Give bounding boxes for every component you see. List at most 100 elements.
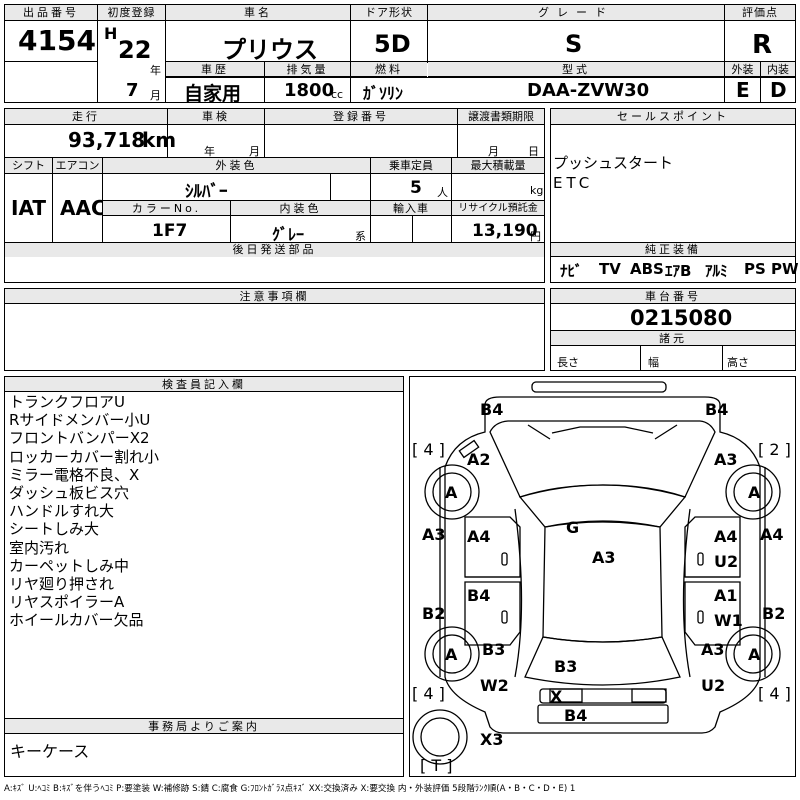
dims-length: 長さ: [557, 356, 579, 369]
recycle-unit: 円: [530, 230, 541, 243]
diag-b4-front-right: B4: [705, 400, 729, 419]
diag-a4-side-right: A4: [760, 525, 784, 544]
exterior-color: ｼﾙﾊﾞｰ: [185, 182, 228, 202]
notes-box: [4, 288, 545, 371]
grade-label: グレード: [428, 5, 724, 21]
sales-line-1: プッシュスタート: [553, 154, 674, 172]
inspector-line: ロッカーカバー割れ小: [9, 447, 160, 466]
equip-alloy: ｱﾙﾐ: [705, 262, 728, 280]
capacity-unit: 人: [437, 186, 448, 199]
inspector-line: フロントバンパーX2: [9, 429, 150, 448]
diag-w1-right: W1: [714, 611, 743, 630]
diag-wheel-fl: A: [445, 483, 458, 502]
displacement: 1800: [284, 80, 335, 101]
color-label: 外装色: [103, 158, 370, 174]
reg-no-label: 登録番号: [265, 109, 457, 125]
vehicle-info-box: [4, 108, 545, 283]
displacement-unit: cc: [331, 88, 344, 101]
chassis-box: [550, 288, 796, 371]
inspector-line: ハンドルすれ大: [9, 502, 115, 521]
first-reg-label: 初度登録: [98, 5, 165, 21]
dims-label: 諸元: [551, 331, 795, 346]
inspector-line: 室内汚れ: [9, 538, 70, 557]
diag-w2-left: W2: [480, 676, 509, 695]
chassis-label: 車台番号: [551, 289, 795, 304]
int-color: ｸﾞﾚｰ: [272, 225, 305, 244]
diag-a3-center: A3: [592, 548, 616, 567]
era: H: [104, 24, 118, 43]
ac-label: エアコン: [53, 158, 102, 174]
inspection-month-unit: 月: [249, 145, 260, 158]
transfer-month: 月: [488, 145, 499, 158]
diag-tyre-right-rear: [ 4 ]: [758, 684, 791, 703]
inspector-line: シートしみ大: [9, 520, 100, 539]
notes-label: 注意事項欄: [5, 289, 544, 304]
diag-b3-center: B3: [554, 657, 578, 676]
equip-pw: PW: [771, 260, 799, 278]
diag-x3: X3: [480, 730, 504, 749]
inspector-box: [4, 376, 404, 777]
diag-b4-left: B4: [467, 586, 491, 605]
diag-u2-rear-right: U2: [701, 676, 726, 695]
diag-b3-left: B3: [482, 640, 506, 659]
color-no-label: カラーNo.: [103, 201, 230, 216]
inspector-line: Rサイドメンバー小U: [9, 411, 151, 430]
transfer-day: 日: [528, 145, 539, 158]
diag-a3-side-left: A3: [422, 525, 446, 544]
inspector-line: リヤ廻り押され: [9, 575, 115, 594]
inspector-line: ホイールカバー欠品: [9, 611, 144, 630]
office-label: 事務局よりご案内: [5, 719, 403, 734]
equip-navi: ﾅﾋﾞ: [560, 262, 583, 280]
car-outline: [412, 381, 781, 765]
diag-a3-front-right: A3: [714, 450, 738, 469]
inspector-label: 検査員記入欄: [5, 377, 403, 392]
diag-b2-right: B2: [762, 604, 786, 623]
diag-tyre-left-front: [ 4 ]: [412, 440, 445, 459]
chassis-number: 0215080: [630, 306, 733, 330]
mileage: 93,718: [68, 128, 146, 152]
header-box: [4, 4, 796, 103]
sales-box: [550, 108, 796, 283]
inspector-line: カーペットしみ中: [9, 556, 130, 575]
lot-label: 出品番号: [5, 5, 97, 21]
capacity: 5: [410, 178, 422, 198]
equip-label: 純正装備: [551, 243, 795, 257]
diag-a4-left: A4: [467, 527, 491, 546]
diag-b4-rear: B4: [564, 706, 588, 725]
diag-g: G: [566, 518, 580, 537]
color-no: 1F7: [152, 221, 188, 241]
inspector-lines: トランクフロアU Rサイドメンバー小U フロントバンパーX2 ロッカーカバー割れ…: [9, 393, 159, 630]
door-type: 5D: [374, 30, 411, 58]
history-label: 車歴: [166, 62, 264, 77]
diag-a2: A2: [467, 450, 491, 469]
sales-label: セールスポイント: [551, 109, 795, 125]
diag-a3-rear-right: A3: [701, 640, 725, 659]
damage-diagram: [409, 376, 796, 777]
transfer-label: 譲渡書類期限: [458, 109, 544, 125]
diag-wheel-rr: A: [748, 645, 761, 664]
diag-wheel-rl: A: [445, 645, 458, 664]
inspector-line: トランクフロアU: [9, 393, 125, 411]
office-text: キーケース: [10, 742, 90, 761]
legend: A:ｷｽﾞ U:ﾍｺﾐ B:ｷｽﾞを伴うﾍｺﾐ P:要塗装 W:補修跡 S:錆 …: [4, 784, 576, 794]
door-label: ドア形状: [351, 5, 427, 21]
shift: IAT: [11, 196, 47, 220]
grade: S: [565, 30, 583, 58]
diag-tyre-right-front: [ 2 ]: [758, 440, 791, 459]
month-unit: 月: [150, 89, 161, 102]
history: 自家用: [184, 83, 242, 105]
int-color-label: 内装色: [231, 201, 370, 216]
diag-a4-right: A4: [714, 527, 738, 546]
inspection-year-unit: 年: [204, 145, 215, 158]
max-load-label: 最大積載量: [452, 158, 544, 174]
diag-b4-front-left: B4: [480, 400, 504, 419]
diag-x-rear: X: [550, 687, 563, 706]
diag-wheel-fr: A: [748, 483, 761, 502]
inspection-label: 車検: [168, 109, 264, 125]
diag-u2-right: U2: [714, 552, 739, 571]
mileage-label: 走行: [5, 109, 167, 125]
mileage-unit: km: [142, 128, 177, 152]
recycle-label: リサイクル預託金: [452, 201, 544, 216]
score: R: [752, 30, 773, 60]
inspector-line: リヤスポイラーA: [9, 593, 125, 612]
